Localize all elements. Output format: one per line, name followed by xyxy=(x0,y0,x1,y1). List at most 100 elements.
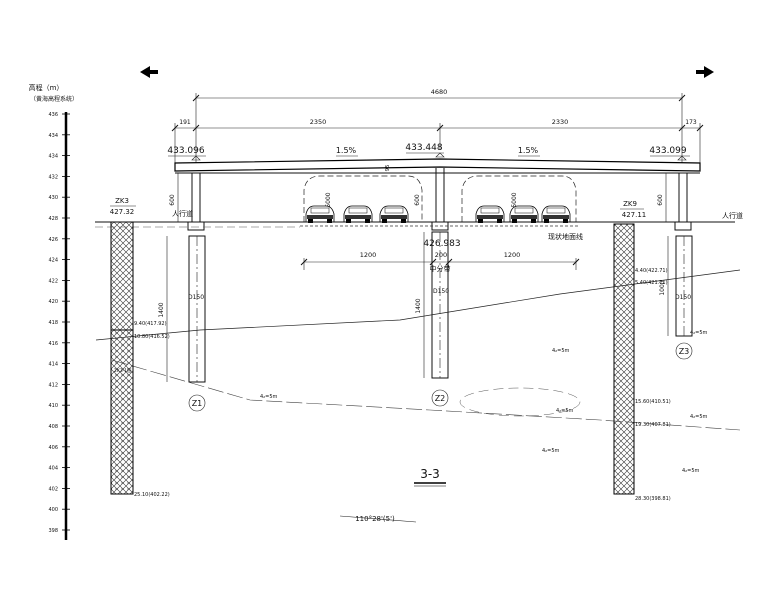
deck-elevations: 433.096 433.448 433.099 1.5% 1.5% xyxy=(167,143,690,161)
soil-note-b: 4₂=5m xyxy=(552,348,570,354)
car-icon xyxy=(379,205,409,223)
dim-right-span: 2330 xyxy=(552,118,569,126)
pier-z1-label: Z1 xyxy=(192,399,203,408)
elevation-axis-title: 高程（m） xyxy=(29,83,64,92)
pier-z3-length: 1000 xyxy=(659,280,666,295)
slope-right: 1.5% xyxy=(518,146,539,155)
elevation-tick-label: 430 xyxy=(48,195,58,201)
deck-depth: 95 xyxy=(385,164,391,171)
car-icon xyxy=(509,205,539,223)
borehole-left: ZK3 427.32 9.40(417.92) 10.80(416.52) 2K… xyxy=(110,197,170,498)
elevation-tick-label: 424 xyxy=(48,258,58,264)
soil-note-f: 4₂=5m xyxy=(690,414,708,420)
borehole-left-elev: 427.32 xyxy=(110,208,135,216)
layer-right-4: 19.30(407.81) xyxy=(635,422,671,428)
soil-note-a: 4₂=5m xyxy=(260,394,278,400)
dim-right-edge: 173 xyxy=(685,119,697,126)
pier-z2-diameter: D150 xyxy=(433,288,449,295)
deck-elev-left: 433.096 xyxy=(167,146,204,156)
elevation-tick-label: 426 xyxy=(48,237,58,243)
clearance-right: 5000 xyxy=(511,192,518,207)
elevation-tick-label: 434 xyxy=(48,133,58,139)
pier-z3: D150 1000 600 Z3 xyxy=(657,173,693,360)
left-arrow-icon xyxy=(140,66,158,78)
pier-z1-length: 1400 xyxy=(158,302,165,317)
elevation-tick-label: 402 xyxy=(48,486,58,492)
sidewalk-right-label: 人行道 xyxy=(722,211,743,220)
dim-left-edge: 191 xyxy=(179,119,191,126)
elevation-tick-label: 400 xyxy=(48,507,58,513)
elevation-tick-label: 434 xyxy=(48,154,58,160)
elevation-tick-label: 416 xyxy=(48,341,58,347)
car-icon xyxy=(305,205,335,223)
borehole-right: ZK9 427.11 4.40(422.71) 5.40(421.71) 15.… xyxy=(613,200,671,502)
column-height-mid: 600 xyxy=(414,194,421,206)
elevation-tick-label: 412 xyxy=(48,382,58,388)
elevation-axis-subtitle: （黄海高程系统） xyxy=(30,95,78,103)
clearance-left: 5000 xyxy=(325,192,332,207)
section-title: 3-3 xyxy=(420,467,440,481)
layer-right-bottom: 28.30(398.81) xyxy=(635,496,671,502)
elevation-tick-label: 436 xyxy=(48,112,58,118)
column-height-right: 600 xyxy=(657,194,664,206)
dim-total: 4680 xyxy=(431,88,448,96)
layer-left-2: 10.80(416.52) xyxy=(134,334,170,340)
dim-median-left: 1200 xyxy=(360,251,377,259)
elevation-tick-label: 404 xyxy=(48,466,58,472)
column-height-left: 600 xyxy=(169,194,176,206)
elevation-tick-label: 414 xyxy=(48,362,58,368)
soil-note-e: 4₂=5m xyxy=(690,330,708,336)
elevation-tick-label: 408 xyxy=(48,424,58,430)
pier-z3-label: Z3 xyxy=(679,347,690,356)
clearance-box-left: 5000 xyxy=(303,175,423,222)
elevation-tick-label: 422 xyxy=(48,278,58,284)
road-surface xyxy=(95,221,735,228)
elevation-tick-label: 410 xyxy=(48,403,58,409)
ground-elev-mid: 426.983 xyxy=(423,239,460,249)
layer-right-2: 5.40(421.71) xyxy=(635,280,668,286)
median-dimension: 1200 200 1200 中分带 xyxy=(300,251,580,273)
elevation-tick-label: 420 xyxy=(48,299,58,305)
angle-label: 110°28'(5') xyxy=(355,515,395,523)
car-icon xyxy=(541,205,571,223)
pier-z2: D150 1400 600 426.983 Z2 xyxy=(414,168,461,407)
layer-left-1: 9.40(417.92) xyxy=(134,321,167,327)
median-label: 中分带 xyxy=(430,264,451,273)
layer-left-bottom: 25.10(402.22) xyxy=(134,492,170,498)
elevation-tick-label: 398 xyxy=(48,528,58,534)
soil-note-g: 4₂=5m xyxy=(682,468,700,474)
vehicles xyxy=(305,205,571,223)
bridge-deck xyxy=(174,158,701,174)
soil-note-d: 4₂=5m xyxy=(542,448,560,454)
clearance-box-right: 5000 xyxy=(461,175,577,222)
car-icon xyxy=(475,205,505,223)
elevation-tick-label: 428 xyxy=(48,216,58,222)
borehole-right-name: ZK9 xyxy=(623,200,637,208)
elevation-tick-label: 432 xyxy=(48,174,58,180)
elevation-ticks: 436 434 434 432 430 428 426 424 422 420 418 416 414 4… xyxy=(48,112,70,534)
existing-ground-label: 现状地面线 xyxy=(548,232,583,241)
borehole-right-elev: 427.11 xyxy=(622,211,647,219)
elevation-tick-label: 406 xyxy=(48,445,58,451)
deck-elev-right: 433.099 xyxy=(649,146,686,156)
soil-note-c: 4₂=5m xyxy=(556,408,574,414)
sidewalk-left-label: 人行道 xyxy=(172,209,193,218)
dim-left-span: 2350 xyxy=(310,118,327,126)
top-dimensions: 4680 191 2350 2330 173 xyxy=(171,88,704,168)
dim-median-width: 200 xyxy=(435,251,447,259)
deck-elev-mid: 433.448 xyxy=(405,143,442,153)
pier-z2-label: Z2 xyxy=(435,394,446,403)
pier-z3-diameter: D150 xyxy=(675,294,691,301)
pier-z1-diameter: D150 xyxy=(188,294,204,301)
layer-left-3: 2K3-1层 xyxy=(114,368,132,374)
car-icon xyxy=(343,205,373,223)
elevation-tick-label: 418 xyxy=(48,320,58,326)
borehole-left-name: ZK3 xyxy=(115,197,129,205)
layer-right-1: 4.40(422.71) xyxy=(635,268,668,274)
dim-median-right: 1200 xyxy=(504,251,521,259)
right-arrow-icon xyxy=(696,66,714,78)
slope-left: 1.5% xyxy=(336,146,357,155)
layer-right-3: 15.60(410.51) xyxy=(635,399,671,405)
